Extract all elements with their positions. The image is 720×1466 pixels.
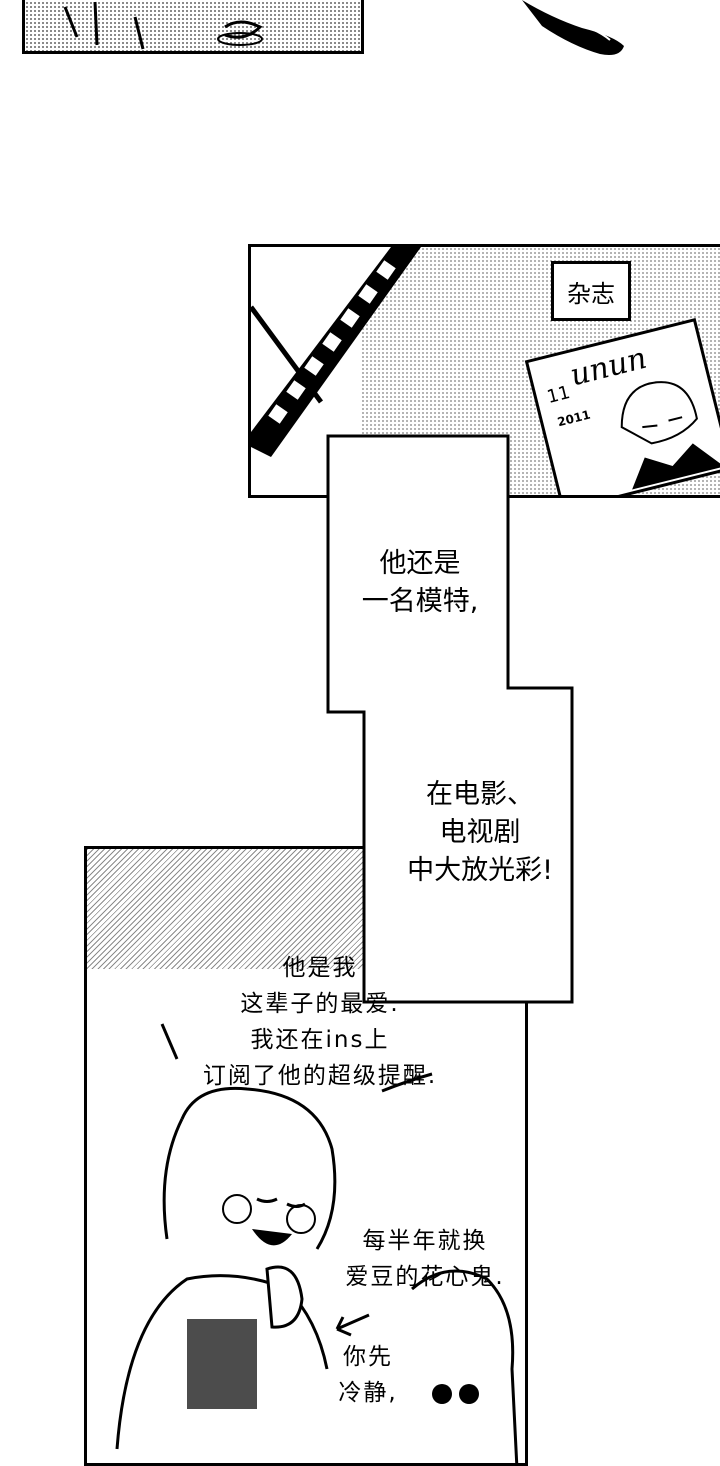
magazine-sign: 杂志 (551, 261, 631, 321)
panel-characters: 每半年就换 爱豆的花心鬼. 你先 冷静, (84, 846, 528, 1466)
narration-box-outline (326, 434, 574, 1004)
narration-line: 一名模特, (361, 586, 479, 617)
speech-line: 爱豆的花心鬼. (345, 1264, 505, 1290)
magazine-cover: 11 unun 2011 (524, 318, 720, 495)
speech-line: 每半年就换 (362, 1228, 488, 1254)
narration-line: 中大放光彩! (407, 855, 553, 886)
narration-film-tv: 在电影、 电视剧 中大放光彩! (390, 776, 570, 890)
characters-illustration (115, 1023, 519, 1463)
speech-line: 冷静, (338, 1380, 398, 1406)
speech-line: 我还在ins上 (250, 1027, 390, 1053)
speech-bubble-fickle: 每半年就换 爱豆的花心鬼. (325, 1223, 525, 1295)
shoe-illustration (522, 0, 624, 55)
panel-top-left (22, 0, 364, 54)
panel-magazine: 杂志 11 unun 2011 (248, 244, 720, 498)
speech-line: 他是我 (282, 955, 358, 981)
narration-line: 在电影、 (426, 779, 534, 810)
panel-screentone (25, 0, 361, 51)
speech-line: 这辈子的最爱. (240, 991, 400, 1017)
magazine-year: 2011 (555, 407, 592, 430)
cover-model-illustration (620, 381, 720, 490)
panel-art-top-left (63, 1, 263, 50)
magazine-issue-number: 11 (544, 381, 573, 408)
speech-bubble-calm-down: 你先 冷静, (323, 1339, 413, 1411)
film-strip-illustration (251, 247, 421, 457)
narration-line: 电视剧 (439, 817, 521, 848)
speech-line: 你先 (343, 1344, 393, 1370)
magazine-sign-label: 杂志 (567, 279, 615, 308)
speech-line: 订阅了他的超级提醒. (202, 1063, 438, 1089)
narration-model: 他还是 一名模特, (340, 545, 500, 621)
narration-line: 他还是 (379, 548, 461, 579)
speech-bubble-favorite: 他是我 这辈子的最爱. 我还在ins上 订阅了他的超级提醒. (160, 950, 480, 1094)
